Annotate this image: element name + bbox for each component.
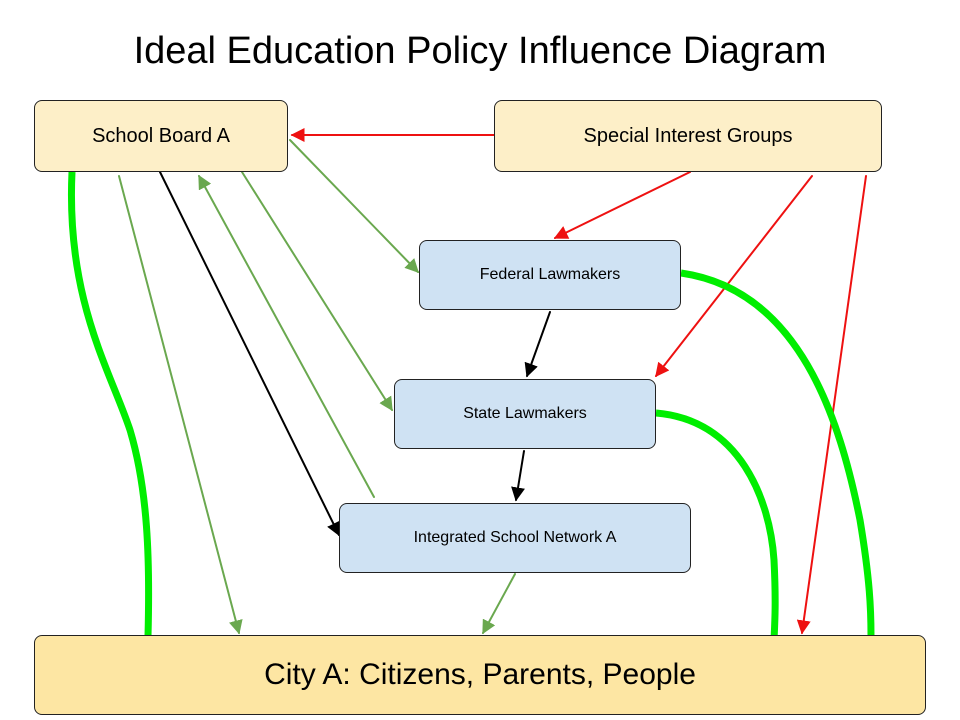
connector-federal-to-city <box>680 269 875 637</box>
connector-school-board-to-city <box>118 175 243 635</box>
connector-network-to-school-board <box>198 174 375 498</box>
connector-school-board-to-federal <box>289 139 419 274</box>
node-label: State Lawmakers <box>463 405 587 422</box>
node-special-interest-groups[interactable]: Special Interest Groups <box>494 100 882 172</box>
connector-special-interest-to-federal <box>553 171 691 239</box>
connector-special-interest-to-state <box>655 175 813 378</box>
connector-school-board-to-state <box>241 171 393 412</box>
diagram-title: Ideal Education Policy Influence Diagram <box>133 30 827 72</box>
node-label: Integrated School Network A <box>413 529 617 546</box>
node-label: School Board A <box>92 124 230 147</box>
node-city-a[interactable]: City A: Citizens, Parents, People <box>34 635 926 715</box>
node-school-board-a[interactable]: School Board A <box>34 100 288 172</box>
connector-network-to-city <box>482 573 516 635</box>
node-state-lawmakers[interactable]: State Lawmakers <box>394 379 656 449</box>
connector-state-to-network <box>511 450 525 502</box>
node-label: City A: Citizens, Parents, People <box>264 658 696 691</box>
node-integrated-school-network-a[interactable]: Integrated School Network A <box>339 503 691 573</box>
connector-school-board-to-network <box>159 171 340 537</box>
connector-special-interest-to-city <box>796 175 867 635</box>
connector-state-to-city <box>655 409 779 641</box>
node-label: Federal Lawmakers <box>479 266 621 283</box>
node-label: Special Interest Groups <box>583 124 793 147</box>
connector-federal-to-state <box>524 311 551 378</box>
node-federal-lawmakers[interactable]: Federal Lawmakers <box>419 240 681 310</box>
connector-school-board-to-city <box>67 171 153 637</box>
